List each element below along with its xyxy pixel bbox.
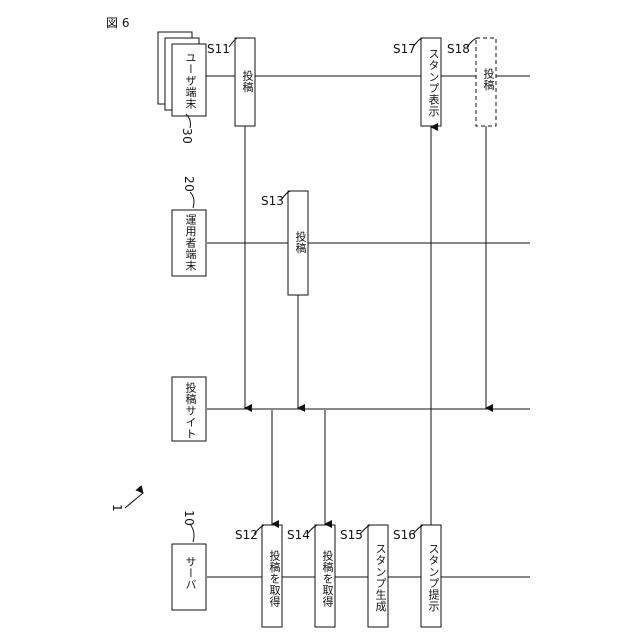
step-id-s17: S17: [393, 42, 416, 56]
step-id-s13: S13: [261, 194, 284, 208]
step-label-s17: スタンプ表示: [425, 48, 441, 117]
step-label-s18: 投稿: [480, 68, 496, 91]
server-label: サーバ: [182, 556, 198, 591]
step-id-s16: S16: [393, 528, 416, 542]
operator-terminal-label: 運用者端末: [182, 214, 198, 272]
ref-leader-20: [190, 192, 194, 208]
system-ref-arrow: [125, 493, 143, 508]
step-id-s12: S12: [235, 528, 258, 542]
step-label-s15: スタンプ生成: [372, 543, 388, 612]
ref-20: 20: [182, 176, 196, 192]
step-label-s11: 投稿: [239, 70, 255, 93]
step-label-s13: 投稿: [292, 231, 308, 254]
user-terminal-label: ユーザ端末: [182, 52, 198, 110]
system-ref: 1: [110, 504, 124, 512]
step-id-s14: S14: [287, 528, 310, 542]
step-id-s11: S11: [207, 42, 230, 56]
step-label-s16: スタンプ提示: [425, 543, 441, 612]
step-id-s18: S18: [447, 42, 470, 56]
step-id-s15: S15: [340, 528, 363, 542]
ref-10: 10: [182, 510, 196, 526]
step-label-s14: 投稿を取得: [319, 550, 335, 608]
ref-leader-10: [190, 524, 194, 542]
post-site-label: 投稿サイト: [182, 382, 198, 440]
ref-30: 30: [180, 128, 194, 144]
step-label-s12: 投稿を取得: [266, 550, 282, 608]
